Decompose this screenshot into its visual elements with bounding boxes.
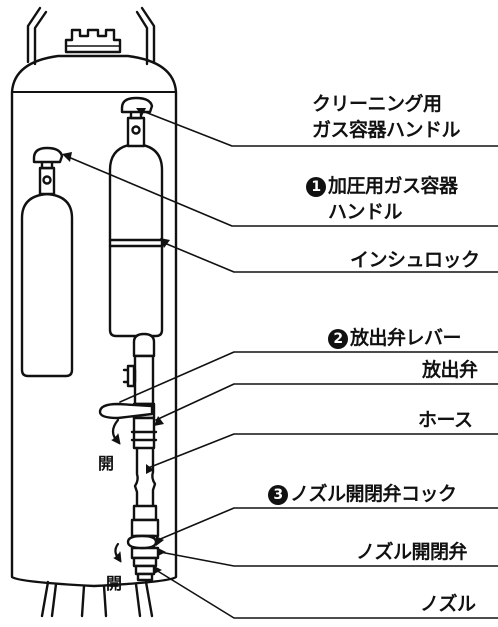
step-number-badge: 1 bbox=[306, 177, 326, 197]
nozzle-valve-cock[interactable] bbox=[126, 534, 158, 550]
nozzle-valve-label: ノズル開閉弁 bbox=[356, 541, 468, 563]
nozzle bbox=[132, 556, 158, 582]
tank-legs bbox=[40, 580, 154, 618]
discharge-valve-label: 放出弁 bbox=[422, 359, 478, 381]
open-mark-lower: 開 bbox=[106, 574, 123, 593]
hose-label: ホース bbox=[418, 409, 473, 431]
label-line: 加圧用ガス容器 bbox=[328, 175, 458, 197]
step-number-badge: 3 bbox=[268, 485, 288, 505]
step-number-badge: 2 bbox=[328, 329, 348, 349]
label-line: ハンドル bbox=[328, 201, 403, 223]
discharge-valve bbox=[122, 332, 158, 450]
insulock-label: インシュロック bbox=[350, 249, 480, 271]
cleaning-gas-cylinder bbox=[108, 108, 164, 338]
tank-body bbox=[10, 54, 178, 588]
cleaning-gas-handle-label: クリーニング用 bbox=[312, 92, 442, 116]
pressurizing-gas-handle[interactable] bbox=[32, 146, 64, 164]
pressurizing-gas-cylinder bbox=[20, 158, 74, 378]
discharge-valve-lever[interactable] bbox=[98, 402, 154, 420]
hose bbox=[133, 446, 157, 508]
top-cap bbox=[64, 28, 122, 54]
cleaning-gas-handle[interactable] bbox=[120, 96, 154, 114]
label-line: クリーニング用 bbox=[312, 93, 442, 115]
nozzle-label: ノズル bbox=[420, 593, 476, 615]
open-mark-upper: 開 bbox=[98, 454, 115, 473]
pressurizing-gas-handle-label-2: ハンドル bbox=[328, 200, 403, 224]
label-line: 放出弁レバー bbox=[350, 327, 462, 349]
label-line: ガス容器ハンドル bbox=[312, 119, 461, 141]
leader-arrowheads bbox=[62, 108, 170, 574]
cleaning-gas-handle-label-2: ガス容器ハンドル bbox=[312, 118, 461, 142]
label-line: ノズル開閉弁コック bbox=[290, 483, 457, 505]
carry-handles bbox=[26, 6, 156, 66]
leader-lines bbox=[65, 109, 498, 619]
nozzle-valve bbox=[130, 504, 160, 560]
